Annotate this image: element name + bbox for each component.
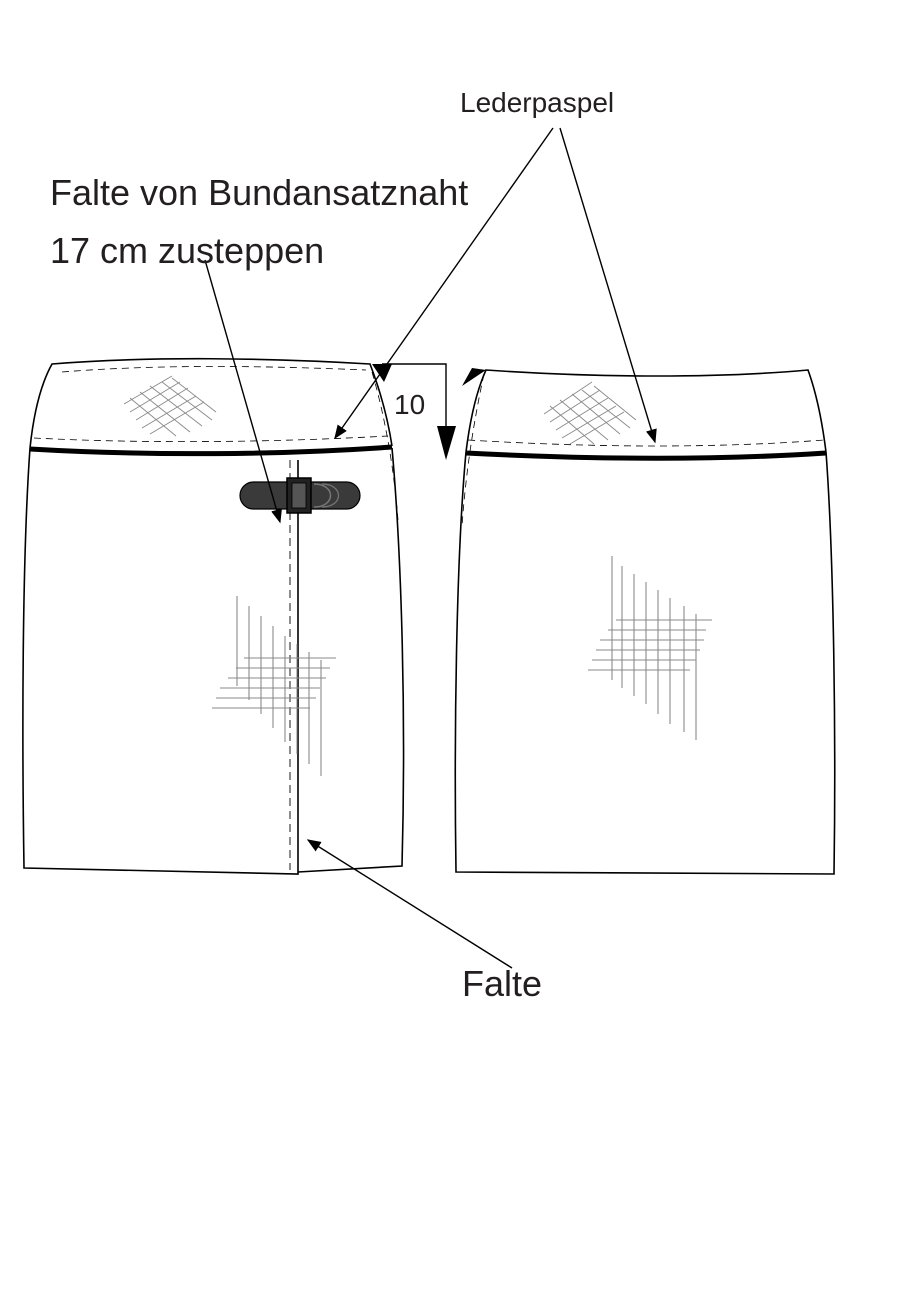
- back-waistband-stitch: [467, 439, 825, 447]
- back-zipper-stitch: [461, 373, 485, 527]
- back-leather-piping: [465, 450, 827, 461]
- measure-arrowhead-down: [437, 426, 456, 460]
- buckle-icon: [239, 477, 361, 514]
- measure-value-label: 10: [394, 389, 425, 420]
- front-waistband-stitch-top: [61, 366, 367, 373]
- leader-lines: [204, 127, 657, 969]
- falte-instruction-line2: 17 cm zusteppen: [50, 230, 324, 271]
- lederpaspel-leader-front: [334, 127, 554, 440]
- lederpaspel-leader-back: [559, 127, 657, 444]
- front-waistband-texture: [123, 375, 217, 437]
- front-skirt-texture: [212, 596, 336, 776]
- front-leather-piping: [29, 444, 393, 457]
- front-waistband-stitch-bottom: [33, 435, 389, 443]
- back-skirt-outline: [454, 451, 836, 875]
- front-view: [22, 357, 405, 875]
- lederpaspel-label: Lederpaspel: [460, 87, 614, 118]
- back-skirt-texture: [588, 556, 712, 740]
- back-waistband-texture: [543, 381, 637, 445]
- front-skirt-outline: [22, 447, 299, 875]
- measure-tick-front: [372, 364, 392, 382]
- falte-leader: [306, 839, 513, 969]
- falte-instruction-line1: Falte von Bundansatznaht: [50, 172, 468, 213]
- falte-label: Falte: [462, 963, 542, 1004]
- back-view: [454, 369, 836, 875]
- measure-indicator: [372, 363, 486, 460]
- measure-bracket: [382, 363, 447, 440]
- measure-tick-back: [462, 368, 486, 386]
- front-waistband: [29, 357, 393, 449]
- front-skirt-right-panel: [297, 447, 405, 873]
- back-waistband: [465, 369, 827, 453]
- falte-stitch-leader: [204, 259, 282, 524]
